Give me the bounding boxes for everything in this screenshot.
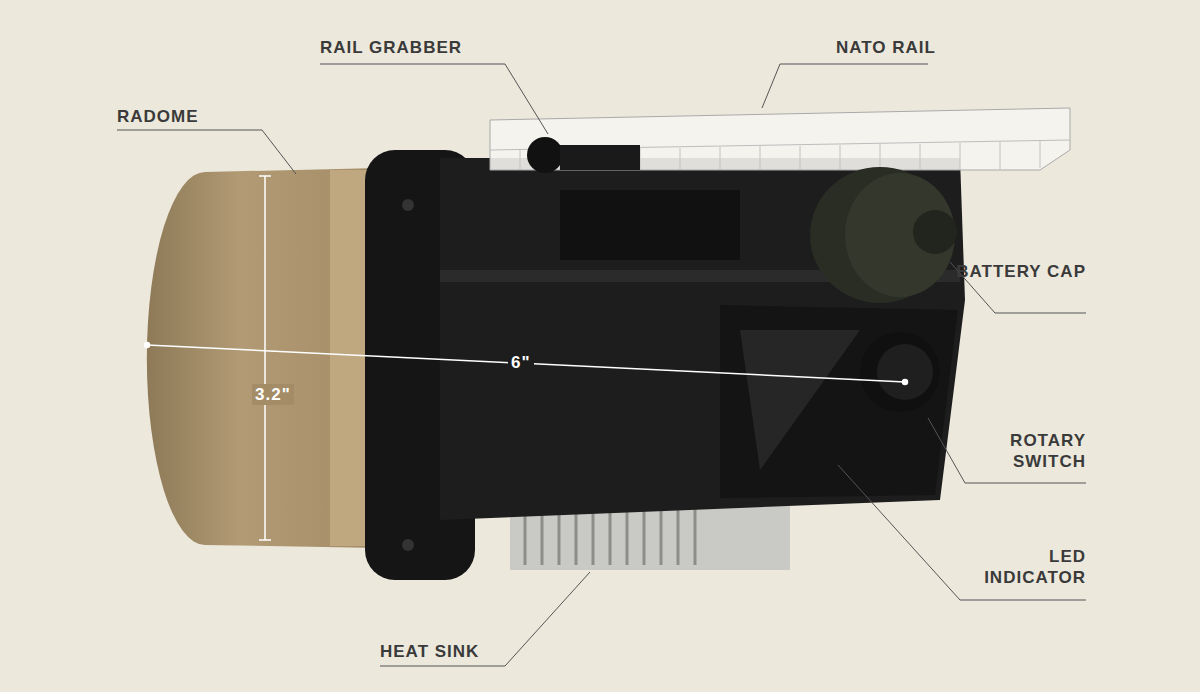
dimension-lines [145, 176, 908, 540]
switch-housing [720, 305, 958, 498]
dimension-label: 3.2" [252, 384, 294, 405]
radome-shape [147, 168, 380, 548]
part-label: NATO RAIL [836, 37, 936, 58]
part-label: RAIL GRABBER [320, 37, 462, 58]
rotary-switch-knob [860, 332, 940, 412]
part-label: RADOME [117, 106, 199, 127]
mount-block [560, 190, 740, 260]
dimension-label: 6" [508, 352, 534, 373]
part-label: HEAT SINK [380, 641, 479, 662]
part-label: BATTERY CAP [956, 261, 1086, 282]
part-label: ROTARY SWITCH [956, 430, 1086, 472]
part-label: LED INDICATOR [956, 546, 1086, 588]
housing-body [440, 158, 965, 520]
leader-lines [117, 64, 1086, 666]
nato-rail-shape [490, 108, 1070, 170]
rail-grabber-knob [527, 137, 563, 173]
